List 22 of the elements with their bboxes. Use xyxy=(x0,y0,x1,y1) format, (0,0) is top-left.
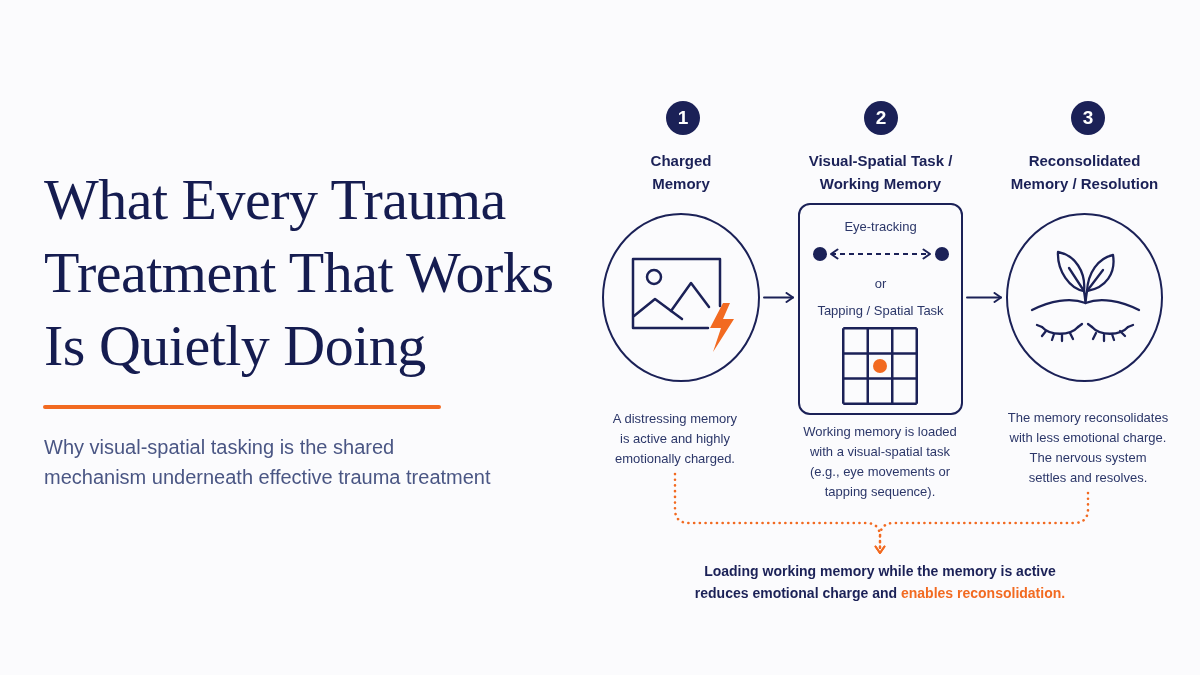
step-number-badge: 3 xyxy=(1071,101,1105,135)
subtitle-text: Why visual-spatial tasking is the shared mechanism underneath effective trauma treatment xyxy=(44,435,492,490)
target-dot xyxy=(934,246,949,261)
task-label: Eye-tracking xyxy=(844,218,917,236)
description-text: A distressing memory is active and highly emotionally charged. xyxy=(610,409,740,469)
task-label: Tapping / Spatial Task xyxy=(817,302,944,320)
description-text: The memory reconsolidates with less emotional charge. xyxy=(1006,409,1170,447)
stage-heading: Reconsolidated Memory / Resolution xyxy=(1009,151,1160,194)
target-dot xyxy=(812,246,827,261)
description-text: The nervous system settles and resolves. xyxy=(1027,449,1149,487)
arrow xyxy=(966,292,1002,303)
conclusion-text: Loading working memory while the memory is active reduces emotional charge and enables reconsolidation. xyxy=(685,560,1075,604)
title-heading: What Every Trauma Treatment That Works Is Quietly Doing xyxy=(44,166,555,380)
stage-heading: Charged Memory xyxy=(649,151,713,194)
step-number-badge: 2 xyxy=(864,101,898,135)
dashed-double-arrow xyxy=(830,248,931,260)
dotted-arrow xyxy=(874,491,1090,555)
stage-heading: Visual-Spatial Task / Working Memory xyxy=(807,151,954,194)
arrow xyxy=(763,292,794,303)
step-number-badge: 1 xyxy=(666,101,700,135)
description-text: Working memory is loaded with a visual-spatial task (e.g., eye movements or tapping sequence). xyxy=(802,423,958,501)
task-label: or xyxy=(874,275,887,293)
